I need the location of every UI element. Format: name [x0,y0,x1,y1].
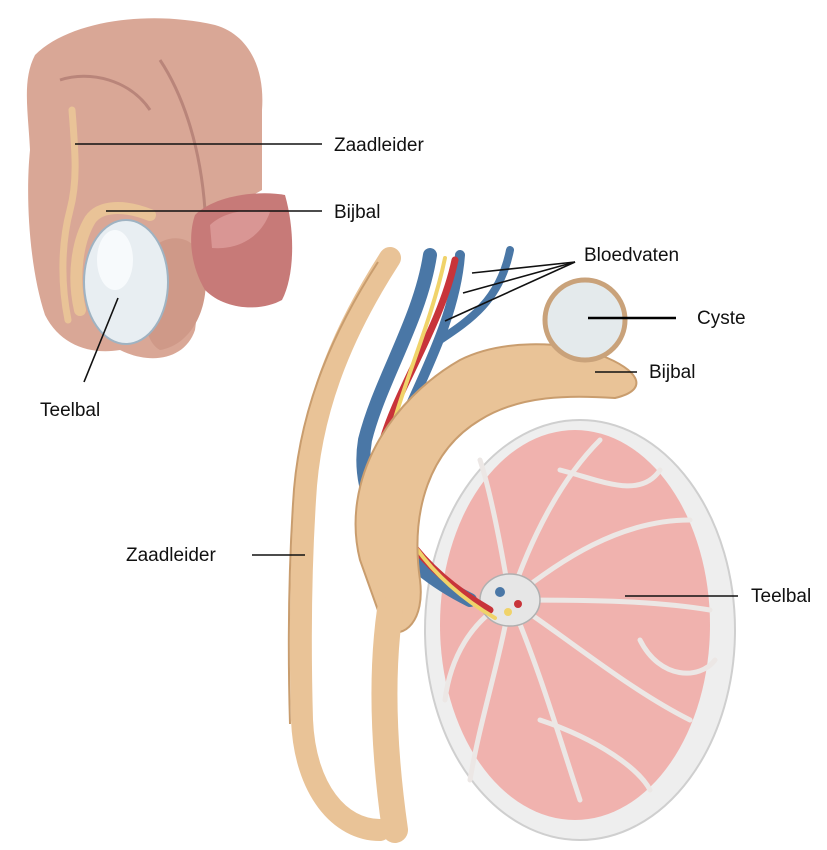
rete-testis [480,574,540,626]
cyst [545,280,625,360]
rete-vessel [514,600,522,608]
label-teelbal: Teelbal [751,586,811,607]
leader-bloedvaten-1 [472,262,575,273]
label-cyste: Cyste [697,308,746,329]
epididymis-tail [385,610,395,830]
label-bloedvaten: Bloedvaten [584,245,679,266]
label-zaadleider: Zaadleider [126,545,216,566]
rete-vessel [504,608,512,616]
label-inset-zaadleider: Zaadleider [334,135,424,156]
label-inset-teelbal: Teelbal [40,400,100,421]
label-bijbal: Bijbal [649,362,695,383]
inset-illustration [27,18,292,358]
rete-vessel [495,587,505,597]
inset-testis-shine [97,230,133,290]
label-inset-bijbal: Bijbal [334,202,380,223]
main-illustration [289,250,735,840]
